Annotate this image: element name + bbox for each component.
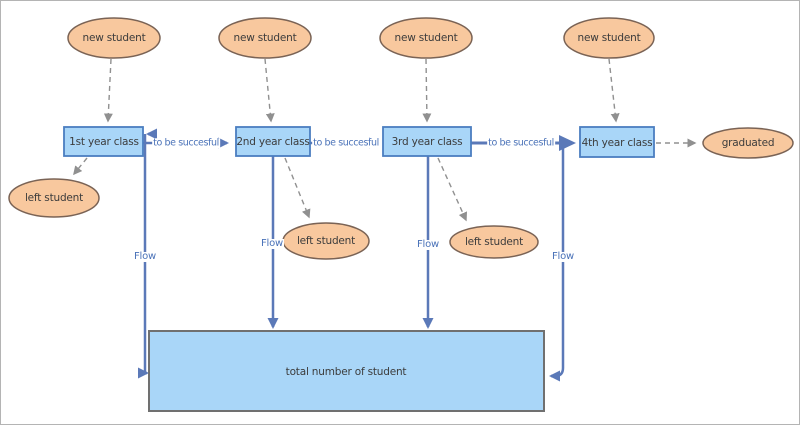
promotion-arrow-label-1: to be succesful — [152, 137, 220, 149]
new-student-arrow-1 — [103, 58, 113, 123]
year-class-label-2: 2nd year class — [236, 135, 310, 148]
left-student-arrow-1 — [73, 157, 88, 176]
year-class-label-3: 3rd year class — [391, 135, 463, 148]
graduated-label: graduated — [721, 136, 775, 149]
left-student-label-2: left student — [296, 234, 356, 247]
new-student-node-4 — [563, 17, 655, 59]
left-student-label-3: left student — [464, 235, 524, 248]
graduated-node — [702, 127, 794, 159]
left-student-arrow-2 — [284, 157, 311, 219]
flow-arrow-label-3: Flow — [415, 239, 441, 250]
year-class-node-2 — [235, 126, 311, 157]
new-student-label-1: new student — [82, 31, 146, 44]
year-class-label-1: 1st year class — [69, 135, 139, 148]
new-student-node-1 — [67, 17, 161, 59]
year-class-node-4 — [579, 126, 655, 158]
total-students-node — [148, 330, 545, 412]
new-student-arrow-3 — [422, 58, 432, 123]
new-student-label-2: new student — [233, 31, 297, 44]
flow-arrow-4 — [549, 147, 565, 382]
new-student-node-3 — [379, 17, 473, 59]
total-students-label: total number of student — [285, 365, 407, 378]
new-student-node-2 — [218, 17, 312, 59]
new-student-arrow-2 — [264, 58, 275, 123]
left-student-label-1: left student — [24, 191, 84, 204]
new-student-label-4: new student — [577, 31, 641, 44]
left-student-node-3 — [449, 225, 539, 259]
new-student-arrow-4 — [608, 58, 620, 123]
flow-arrow-1 — [138, 134, 149, 379]
flow-arrow-label-1: Flow — [132, 251, 158, 262]
left-student-node-1 — [8, 178, 100, 218]
new-student-label-3: new student — [394, 31, 458, 44]
promotion-arrow-label-3: to be succesful — [487, 137, 555, 149]
year-class-label-4: 4th year class — [581, 136, 653, 149]
promotion-arrow-label-2: to be succesful — [312, 137, 380, 149]
flow-arrow-label-2: Flow — [259, 238, 285, 249]
left-student-arrow-3 — [437, 157, 468, 222]
year-class-node-3 — [382, 126, 472, 157]
flow-arrow-label-4: Flow — [550, 251, 576, 262]
year-class-node-1 — [63, 126, 144, 157]
